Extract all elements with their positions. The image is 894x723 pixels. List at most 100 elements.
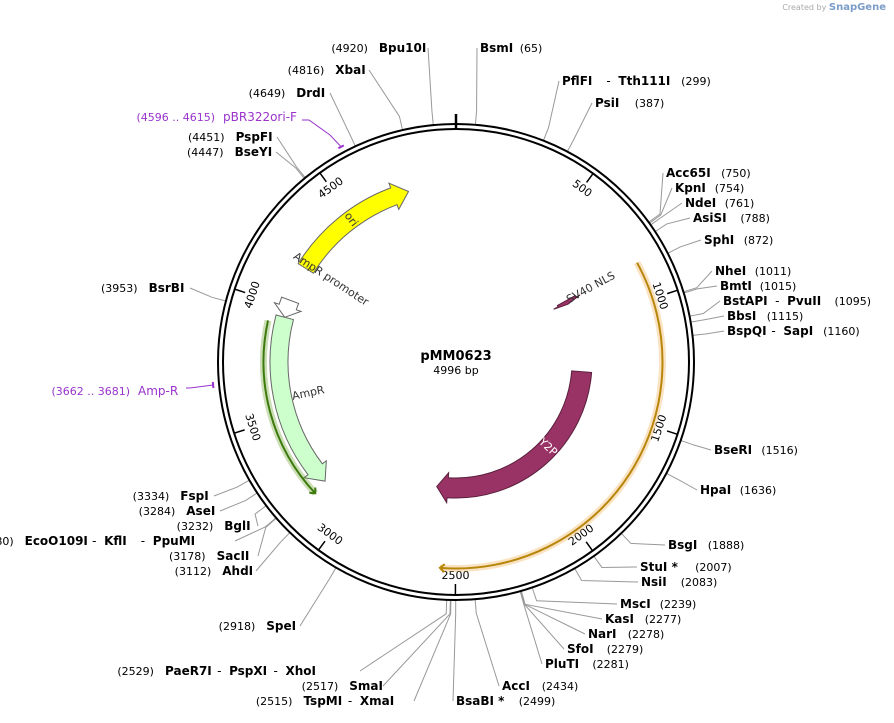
- site-pspfi[interactable]: PspFI(4451): [188, 130, 273, 144]
- site-xbai[interactable]: XbaI(4816): [288, 63, 366, 77]
- site-enzyme-name: KasI: [605, 612, 634, 626]
- ori-feature[interactable]: [297, 182, 410, 274]
- cry2phr-feature[interactable]: [436, 370, 593, 505]
- tick-mark: [585, 541, 594, 552]
- site-bbsi[interactable]: BbsI(1115): [727, 309, 803, 323]
- site-nari[interactable]: NarI(2278): [588, 627, 664, 641]
- site-stui[interactable]: StuI * (2007): [640, 560, 732, 574]
- site-leader-line: [275, 151, 305, 179]
- site-leader-line: [189, 287, 227, 302]
- site-coordinate: (2918): [219, 620, 256, 633]
- site-nsii[interactable]: NsiI(2083): [641, 575, 717, 589]
- site-acc65i[interactable]: Acc65I (750): [666, 166, 751, 180]
- pbr322ori-f-primer-mark[interactable]: [337, 144, 345, 150]
- site-leader-line: [566, 102, 593, 152]
- site-bseyi[interactable]: BseYI(4447): [187, 145, 272, 159]
- site-enzyme-name: BsaBI *: [456, 694, 505, 708]
- site-smai[interactable]: SmaI (2517): [302, 679, 383, 693]
- site-leader-line: [666, 472, 698, 491]
- site-kpni[interactable]: KpnI(754): [675, 181, 744, 195]
- site-leader-line: [452, 599, 457, 702]
- site-enzyme-name: Acc65I: [666, 166, 711, 180]
- site-enzyme-name: XhoI: [285, 664, 316, 678]
- site-ecoo109i[interactable]: EcoO109I-KflI-PpuMI(3180): [0, 534, 195, 548]
- site-bstapi[interactable]: BstAPI-PvuII(1095): [723, 294, 871, 308]
- site-coordinate: (2279): [607, 643, 644, 656]
- site-enzyme-name: DrdI: [296, 86, 325, 100]
- site-sphi[interactable]: SphI(872): [704, 233, 773, 247]
- site-fspi[interactable]: FspI(3334): [133, 489, 209, 503]
- site-enzyme-name: NsiI: [641, 575, 667, 589]
- site-coordinate: (788): [740, 212, 770, 225]
- tick-mark: [233, 429, 245, 434]
- site-enzyme-name: SfoI: [567, 642, 594, 656]
- site-leader-line: [359, 599, 448, 672]
- tick-label: 4500: [316, 174, 346, 201]
- site-enzyme-name: NheI: [715, 264, 746, 278]
- site-leader-line: [257, 517, 277, 557]
- tick-mark: [317, 540, 326, 551]
- site-bspqi[interactable]: BspQI-SapI(1160): [727, 324, 860, 338]
- site-asisi[interactable]: AsiSI (788): [693, 211, 770, 225]
- site-drdi[interactable]: DrdI(4649): [249, 86, 326, 100]
- site-coordinate: (2277): [645, 613, 682, 626]
- site-bpu10i[interactable]: Bpu10I(4920): [331, 41, 426, 55]
- site-leader-line: [254, 505, 267, 527]
- site-coordinate: (4447): [187, 146, 224, 159]
- site-leader-line: [382, 599, 451, 687]
- site-psii[interactable]: PsiI(387): [595, 96, 664, 110]
- site-coordinate: (754): [715, 182, 745, 195]
- site-leader-line: [368, 69, 404, 131]
- site-nhei[interactable]: NheI(1011): [715, 264, 791, 278]
- site-coordinate: (2517): [302, 680, 339, 693]
- site-coordinate: (3180): [0, 535, 14, 548]
- orf1-orf[interactable]: [439, 262, 664, 570]
- site-coordinate: (3334): [133, 490, 170, 503]
- site-coordinate: (872): [744, 234, 774, 247]
- site-sfoi[interactable]: SfoI (2279): [567, 642, 643, 656]
- site-ndei[interactable]: NdeI(761): [685, 196, 754, 210]
- site-bsmi[interactable]: BsmI(65): [480, 41, 542, 55]
- site-enzyme-name: BmtI: [720, 279, 752, 293]
- ampr-feature[interactable]: [269, 314, 327, 482]
- site-bgli[interactable]: BglI(3232): [177, 519, 251, 533]
- site-pflfi[interactable]: PflFI-Tth111I(299): [562, 74, 711, 88]
- site-msci[interactable]: MscI(2239): [620, 597, 696, 611]
- site-bmti[interactable]: BmtI(1015): [720, 279, 796, 293]
- site-enzyme-name: PspFI: [236, 130, 273, 144]
- credit-prefix: Created by: [782, 3, 827, 12]
- site-separator: -: [141, 534, 145, 548]
- site-coordinate: (2007): [695, 561, 732, 574]
- site-enzyme-name: PspXI: [229, 664, 267, 678]
- site-enzyme-name: HpaI: [700, 483, 731, 497]
- site-spei[interactable]: SpeI(2918): [219, 619, 296, 633]
- site-sacii[interactable]: SacII(3178): [169, 549, 249, 563]
- site-kasi[interactable]: KasI (2277): [605, 612, 681, 626]
- site-leader-line: [413, 599, 452, 702]
- site-hpai[interactable]: HpaI(1636): [700, 483, 776, 497]
- site-coordinate: (750): [721, 167, 751, 180]
- site-enzyme-name: StuI *: [640, 560, 679, 574]
- site-enzyme-name: AsiSI: [693, 211, 727, 225]
- site-acci[interactable]: AccI(2434): [502, 679, 578, 693]
- site-asei[interactable]: AseI(3284): [139, 504, 216, 518]
- site-bsabi[interactable]: BsaBI *(2499): [456, 694, 555, 708]
- site-bsgi[interactable]: BsgI(1888): [668, 538, 744, 552]
- site-bsrbi[interactable]: BsrBI(3953): [101, 281, 184, 295]
- site-enzyme-name: SmaI: [349, 679, 383, 693]
- site-enzyme-name: BspQI: [727, 324, 767, 338]
- site-tspmi[interactable]: TspMI-XmaI(2515): [256, 694, 394, 708]
- site-ahdi[interactable]: AhdI(3112): [175, 564, 253, 578]
- site-bseri[interactable]: BseRI(1516): [714, 443, 798, 457]
- site-enzyme-name: XbaI: [335, 63, 365, 77]
- plasmid-center: pMM0623 4996 bp: [420, 349, 491, 377]
- site-enzyme-name: BbsI: [727, 309, 756, 323]
- orf2-orf[interactable]: [262, 320, 316, 495]
- site-leader-line: [329, 92, 356, 147]
- site-leader-line: [649, 187, 673, 224]
- site-paer7i[interactable]: PaeR7I-PspXI-XhoI(2529): [117, 664, 316, 678]
- ampr-promoter-feature[interactable]: [273, 296, 303, 318]
- sv40-nls-feature[interactable]: [553, 294, 581, 310]
- amp-r-primer-mark[interactable]: [211, 381, 215, 389]
- site-pluti[interactable]: PluTI(2281): [545, 657, 629, 671]
